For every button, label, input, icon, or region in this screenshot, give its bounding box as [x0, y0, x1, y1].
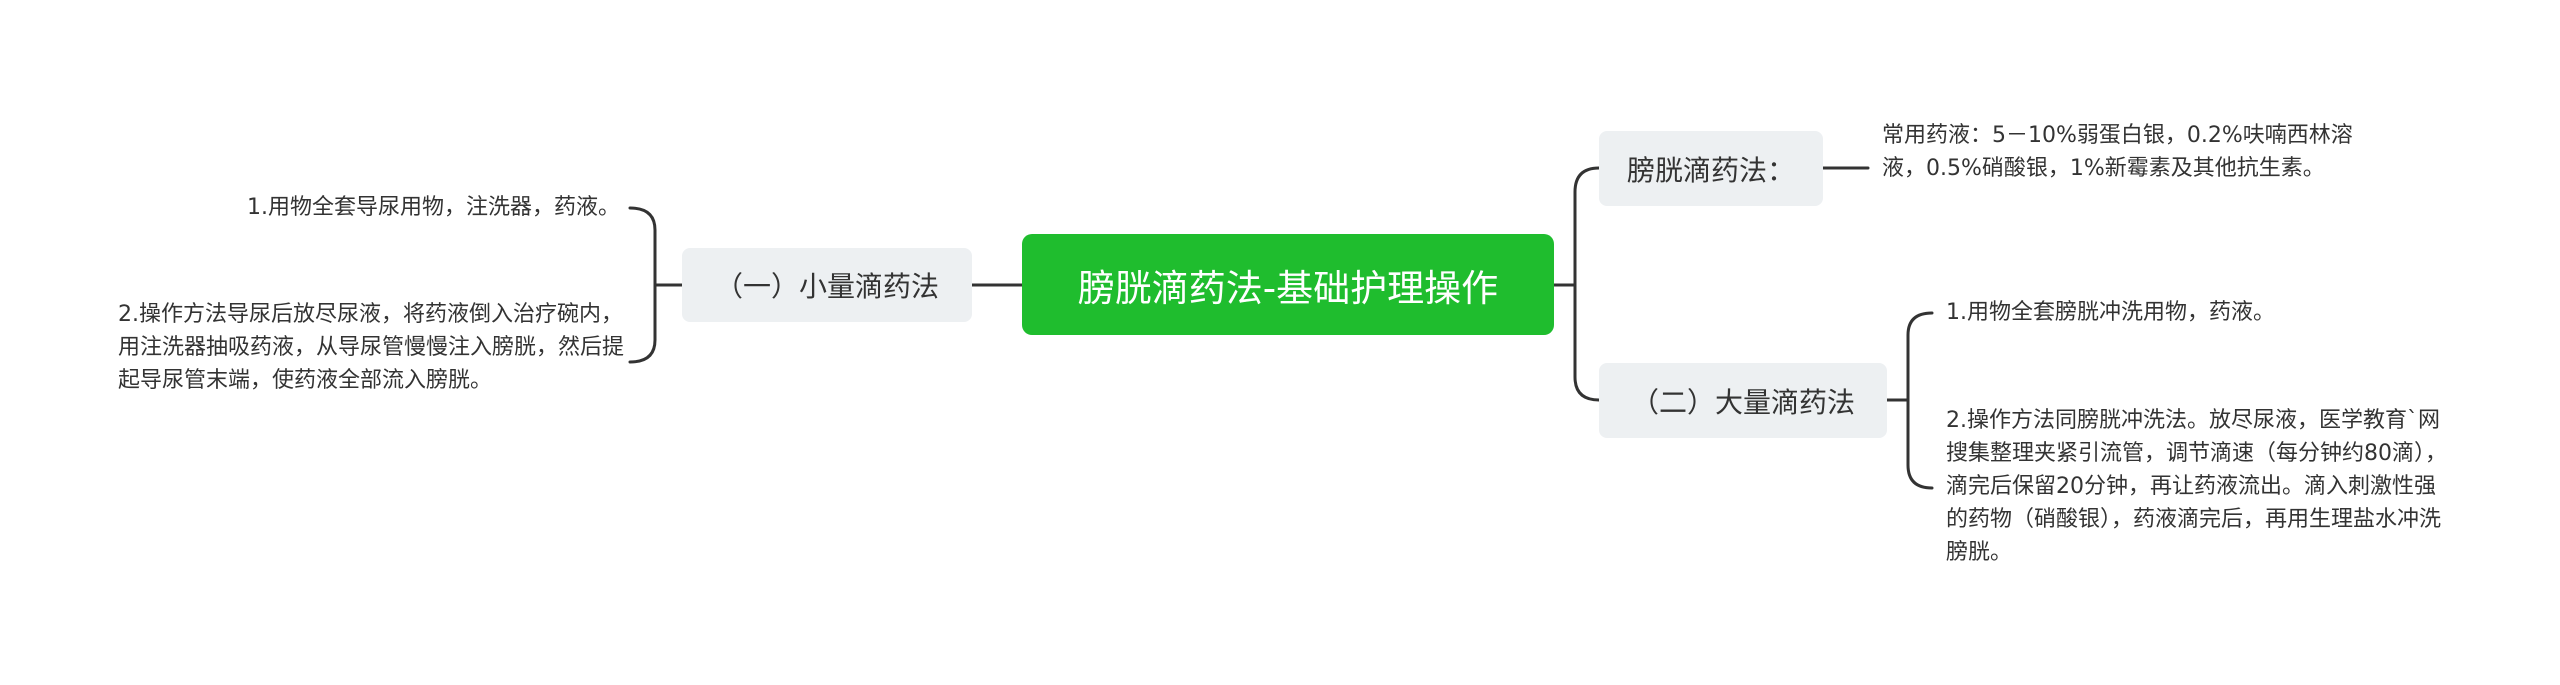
branch-bladder-instillation[interactable]: 膀胱滴药法：: [1599, 131, 1823, 206]
branch-small-dose-label: （一）小量滴药法: [714, 270, 939, 303]
connector-left-bracket: [628, 206, 684, 364]
branch-small-dose[interactable]: （一）小量滴药法: [682, 248, 972, 322]
connector-r2-bracket: [1885, 311, 1934, 490]
leaf-small-dose-supplies[interactable]: 1.用物全套导尿用物，注洗器，药液。: [247, 195, 620, 220]
leaf-large-dose-procedure[interactable]: 2.操作方法同膀胱冲洗法。放尽尿液，医学教育`网搜集整理夹紧引流管，调节滴速（每…: [1946, 408, 2447, 565]
connector-root-right: [1552, 166, 1601, 402]
leaf-large-dose-supplies[interactable]: 1.用物全套膀胱冲洗用物，药液。: [1946, 300, 2275, 325]
branch-large-dose-label: （二）大量滴药法: [1630, 385, 1855, 419]
root-topic-label: 膀胱滴药法-基础护理操作: [1077, 266, 1499, 310]
leaf-common-solutions[interactable]: 常用药液：5－10%弱蛋白银，0.2%呋喃西林溶液，0.5%硝酸银，1%新霉素及…: [1882, 123, 2353, 181]
branch-large-dose[interactable]: （二）大量滴药法: [1599, 363, 1887, 438]
root-topic[interactable]: 膀胱滴药法-基础护理操作: [1022, 234, 1554, 335]
branch-bladder-instillation-label: 膀胱滴药法：: [1626, 153, 1795, 187]
leaf-small-dose-procedure[interactable]: 2.操作方法导尿后放尽尿液，将药液倒入治疗碗内，用注洗器抽吸药液，从导尿管慢慢注…: [118, 302, 625, 393]
